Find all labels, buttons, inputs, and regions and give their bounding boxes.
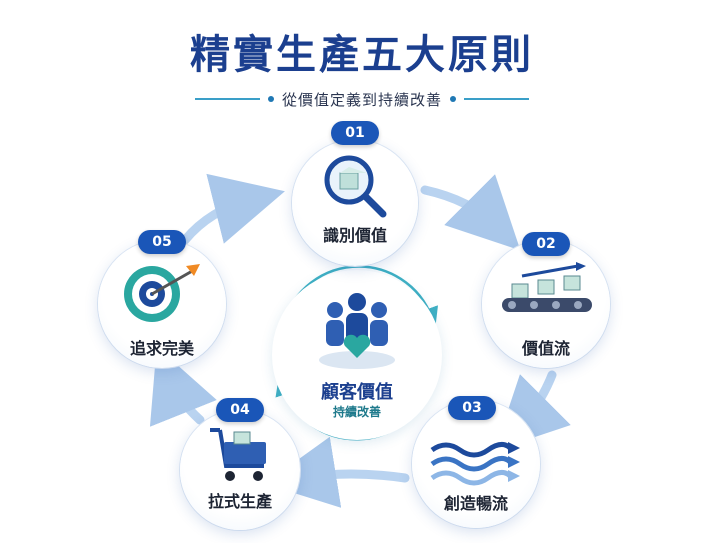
team-heart-icon	[319, 293, 395, 369]
arrow-05-to-01	[180, 173, 285, 245]
step-label-05: 追求完美	[129, 339, 194, 358]
center-title: 顧客價值	[321, 382, 393, 403]
center-subtitle: 持續改善	[332, 405, 381, 419]
target-arrow-icon	[124, 264, 200, 322]
step-badge-01: 01	[331, 121, 379, 145]
flow-waves-icon	[430, 442, 520, 486]
arrow-02-to-03	[494, 370, 571, 451]
arrow-01-to-02	[420, 174, 521, 251]
subtitle-left-dot	[267, 96, 274, 102]
step-badge-03: 03	[448, 396, 496, 420]
step-node-05: 追求完美	[98, 240, 226, 368]
subtitle-right-dot	[450, 96, 456, 102]
step-badge-04: 04	[216, 398, 264, 422]
subtitle-right-line	[464, 98, 529, 100]
step-node-02: 價值流	[482, 240, 610, 368]
arrow-03-to-04	[264, 436, 410, 508]
magnifier-box-icon	[324, 155, 387, 218]
step-node-03: 創造暢流	[412, 400, 540, 528]
step-node-01: 識別價值	[292, 140, 418, 266]
step-node-04: 拉式生產	[180, 410, 300, 530]
step-label-03: 創造暢流	[443, 494, 508, 513]
arrow-04-to-05	[149, 346, 217, 427]
subtitle-row: 從價值定義到持續改善	[0, 88, 724, 110]
subtitle-left-line	[194, 98, 260, 100]
subtitle: 從價值定義到持續改善	[281, 90, 442, 109]
page-title: 精實生產五大原則	[190, 32, 534, 78]
step-label-04: 拉式生產	[207, 492, 272, 511]
step-badge-02: 02	[522, 232, 570, 256]
step-label-02: 價值流	[521, 339, 570, 358]
step-badge-05: 05	[138, 230, 186, 254]
center-node: 顧客價值 持續改善	[272, 270, 442, 440]
step-label-01: 識別價值	[322, 226, 387, 245]
conveyor-belt-icon	[502, 262, 592, 312]
shopping-cart-icon	[210, 428, 266, 481]
